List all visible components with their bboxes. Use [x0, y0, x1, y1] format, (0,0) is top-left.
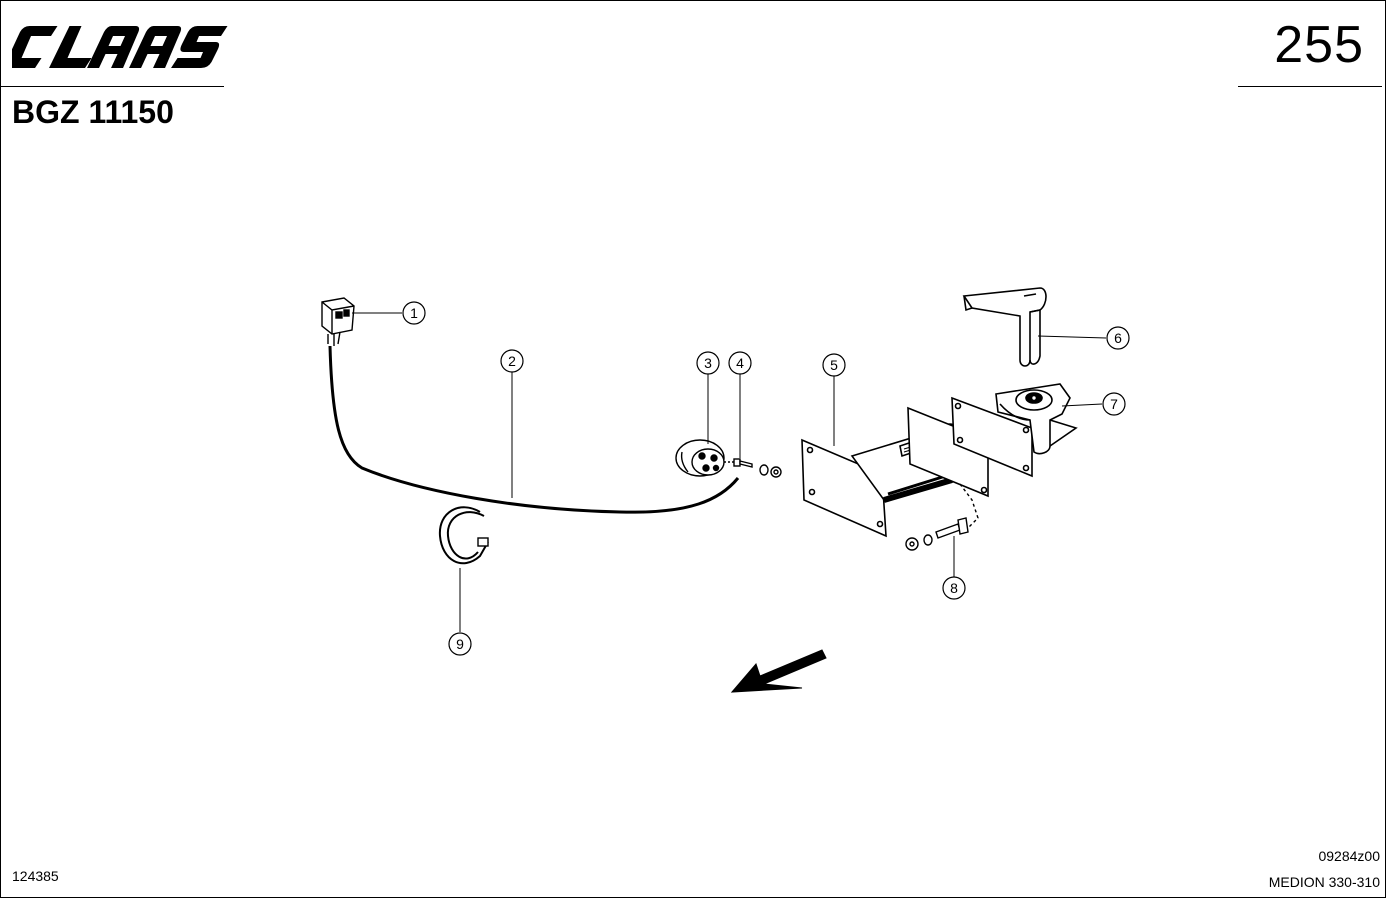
part-cable-tie [438, 506, 489, 565]
callout-1: 1 [402, 301, 426, 325]
svg-text:7: 7 [1110, 396, 1118, 412]
part-bearing-bracket [995, 383, 1078, 455]
header-rule-left [0, 86, 224, 87]
claas-logo [12, 26, 228, 68]
direction-arrow [730, 649, 827, 693]
callout-3: 3 [696, 351, 720, 375]
document-number: 124385 [12, 868, 59, 884]
group-code: BGZ 11150 [12, 94, 174, 130]
part-socket [675, 439, 725, 477]
svg-text:2: 2 [508, 353, 516, 369]
svg-text:6: 6 [1114, 330, 1122, 346]
callout-5: 5 [822, 353, 846, 377]
part-connector-plug [321, 297, 355, 346]
svg-text:8: 8 [950, 580, 958, 596]
callout-2: 2 [500, 349, 524, 373]
svg-text:1: 1 [410, 305, 418, 321]
callouts: 1 2 3 4 5 6 7 8 9 [402, 301, 1130, 656]
callout-8: 8 [942, 576, 966, 600]
part-cable [328, 345, 740, 514]
svg-text:3: 3 [704, 355, 712, 371]
callout-9: 9 [448, 632, 472, 656]
svg-text:4: 4 [736, 355, 744, 371]
part-lever-pin [962, 287, 1047, 367]
part-bolt-washer-nut [905, 483, 979, 551]
callout-6: 6 [1106, 326, 1130, 350]
part-housing [801, 396, 1033, 538]
header-rule-right [1238, 86, 1382, 87]
leader-lines [352, 312, 1107, 632]
svg-text:5: 5 [830, 357, 838, 373]
callout-7: 7 [1102, 392, 1126, 416]
callout-4: 4 [728, 351, 752, 375]
svg-text:9: 9 [456, 636, 464, 652]
page-number: 255 [1274, 16, 1364, 74]
drawing-code: 09284z00 [1318, 848, 1380, 864]
model-name: MEDION 330-310 [1268, 874, 1380, 890]
part-screw-washer-nut [724, 458, 782, 478]
